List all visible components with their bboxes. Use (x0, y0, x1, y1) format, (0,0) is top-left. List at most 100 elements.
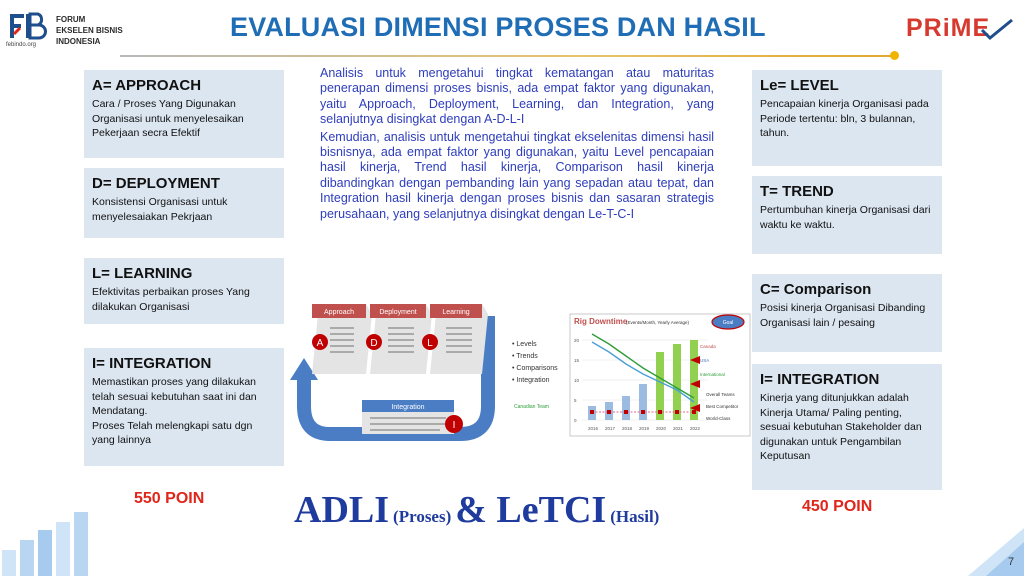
circle-letter-l: L (427, 338, 433, 349)
circle-letter-a: A (317, 338, 324, 349)
approach-box: A= APPROACH Cara / Proses Yang Digunakan… (84, 70, 284, 158)
center-paragraph-letci: Kemudian, analisis untuk mengetahui ting… (320, 129, 714, 221)
circle-letter-i: I (453, 420, 456, 431)
letci-points: 450 POIN (802, 498, 873, 515)
chart-side-label: Canadian Team (514, 404, 549, 410)
header-divider (120, 55, 896, 57)
rig-downtime-chart: • Levels • Trends • Comparisons • Integr… (512, 313, 751, 437)
y-tick: 20 (574, 338, 580, 343)
deployment-text: Konsistensi Organisasi untuk menyelesaia… (92, 196, 228, 223)
stage-chevron-learning (430, 304, 488, 374)
chart-title: Rig Downtime (574, 317, 628, 326)
integration-process-text: Memastikan proses yang dilakukan telah s… (92, 376, 257, 446)
stage-label-deployment: Deployment (379, 309, 416, 316)
bar (639, 384, 647, 420)
approach-text: Cara / Proses Yang Digunakan Organisasi … (92, 98, 244, 139)
integration-result-title: I= INTEGRATION (760, 371, 880, 388)
y-tick: 5 (574, 398, 577, 403)
svg-text:• Trends: • Trends (512, 353, 538, 360)
arrow-left-icon (690, 356, 700, 364)
x-tick: 2017 (605, 426, 616, 431)
prime-brand: PRiME (906, 14, 991, 42)
series-label-international: International (700, 372, 725, 377)
stage-chevron-approach (312, 304, 372, 374)
bar (690, 340, 698, 420)
heading-adli: ADLI (294, 489, 390, 531)
integration-result-box: I= INTEGRATION Kinerja yang ditunjukkan … (752, 364, 942, 490)
decorative-triangle-icon (968, 528, 1024, 576)
trend-title: T= TREND (760, 183, 834, 200)
approach-title: A= APPROACH (92, 77, 202, 94)
series-label-canada: Canada (700, 344, 716, 349)
decorative-bars-icon (2, 512, 88, 576)
org-site: febindo.org (6, 42, 37, 48)
stage-chevron-deployment (370, 304, 432, 374)
stage-label-learning: Learning (442, 309, 469, 316)
trend-line-overall (591, 341, 695, 403)
chart-goal-label: Goal (723, 320, 734, 326)
center-paragraph-adli: Analisis untuk mengetahui tingkat kemata… (320, 66, 714, 127)
y-tick: 10 (574, 378, 580, 383)
org-name: FORUM EKSELEN BISNIS INDONESIA (56, 15, 123, 46)
febindo-logo-icon (10, 12, 47, 40)
integration-process-box: I= INTEGRATION Memastikan proses yang di… (84, 348, 284, 466)
bar (622, 396, 630, 420)
heading-hasil: (Hasil) (610, 507, 660, 526)
trend-line-canada (591, 333, 695, 399)
series-label-usa: USA (700, 358, 709, 363)
stage-label-approach: Approach (324, 309, 354, 316)
y-tick: 0 (574, 418, 577, 423)
header-divider-dot (890, 51, 899, 60)
y-tick: 15 (574, 358, 580, 363)
x-tick: 2016 (588, 426, 599, 431)
x-tick: 2018 (622, 426, 633, 431)
circle-letter-d: D (370, 338, 377, 349)
level-title: Le= LEVEL (760, 77, 839, 94)
deployment-box: D= DEPLOYMENT Konsistensi Organisasi unt… (84, 168, 284, 238)
adli-points: 550 POIN (134, 490, 205, 507)
x-tick: 2019 (639, 426, 650, 431)
level-text: Pencapaian kinerja Organisasi pada Perio… (760, 98, 929, 139)
svg-text:• Levels: • Levels (512, 341, 537, 348)
comparison-box: C= Comparison Posisi kinerja Organisasi … (752, 274, 942, 352)
x-tick: 2022 (690, 426, 701, 431)
bar (673, 344, 681, 420)
x-tick: 2021 (673, 426, 684, 431)
heading-proses: (Proses) (393, 507, 452, 526)
svg-text:• Comparisons: • Comparisons (512, 365, 558, 372)
adli-cycle-diagram: Approach Deployment Learning Integration… (290, 304, 495, 441)
integration-process-title: I= INTEGRATION (92, 355, 212, 372)
learning-title: L= LEARNING (92, 265, 193, 282)
page-number: 7 (1008, 556, 1015, 568)
arrow-left-icon (690, 404, 700, 412)
level-box: Le= LEVEL Pencapaian kinerja Organisasi … (752, 70, 942, 166)
comparison-title: C= Comparison (760, 281, 872, 298)
learning-box: L= LEARNING Efektivitas perbaikan proses… (84, 258, 284, 324)
chart-bullet-trends: Trends (516, 353, 538, 360)
deployment-title: D= DEPLOYMENT (92, 175, 220, 192)
bar (656, 352, 664, 420)
legend-overall-teams: Overall Teams (706, 392, 735, 397)
center-explanation: Analisis untuk mengetahui tingkat kemata… (320, 66, 714, 222)
page-title: EVALUASI DIMENSI PROSES DAN HASIL (230, 12, 766, 42)
chart-bullet-comparisons: Comparisons (516, 365, 558, 372)
trend-text: Pertumbuhan kinerja Organisasi dari wakt… (760, 204, 931, 231)
heading-letci: & LeTCI (455, 489, 607, 531)
adli-letci-heading: ADLI (Proses) & LeTCI (Hasil) (294, 488, 659, 532)
integration-result-text: Kinerja yang ditunjukkan adalah Kinerja … (760, 392, 922, 462)
svg-text:• Integration: • Integration (512, 377, 550, 384)
goal-badge (711, 314, 745, 330)
legend-best-competitor: Best Competitor (706, 404, 739, 409)
chart-subtitle: (Events/Month, Yearly Average) (626, 320, 689, 325)
learning-text: Efektivitas perbaikan proses Yang dilaku… (92, 286, 250, 313)
chart-bullet-levels: Levels (516, 341, 537, 348)
arrow-left-icon (690, 380, 700, 388)
chart-bullet-integration: Integration (516, 377, 549, 384)
trend-box: T= TREND Pertumbuhan kinerja Organisasi … (752, 176, 942, 254)
comparison-text: Posisi kinerja Organisasi Dibanding Orga… (760, 302, 926, 329)
checkmark-icon (980, 18, 1013, 41)
loop-arrow-head-icon (290, 358, 318, 380)
stage-label-integration: Integration (391, 404, 424, 411)
legend-world-class: World-Class (706, 416, 731, 421)
x-tick: 2020 (656, 426, 667, 431)
